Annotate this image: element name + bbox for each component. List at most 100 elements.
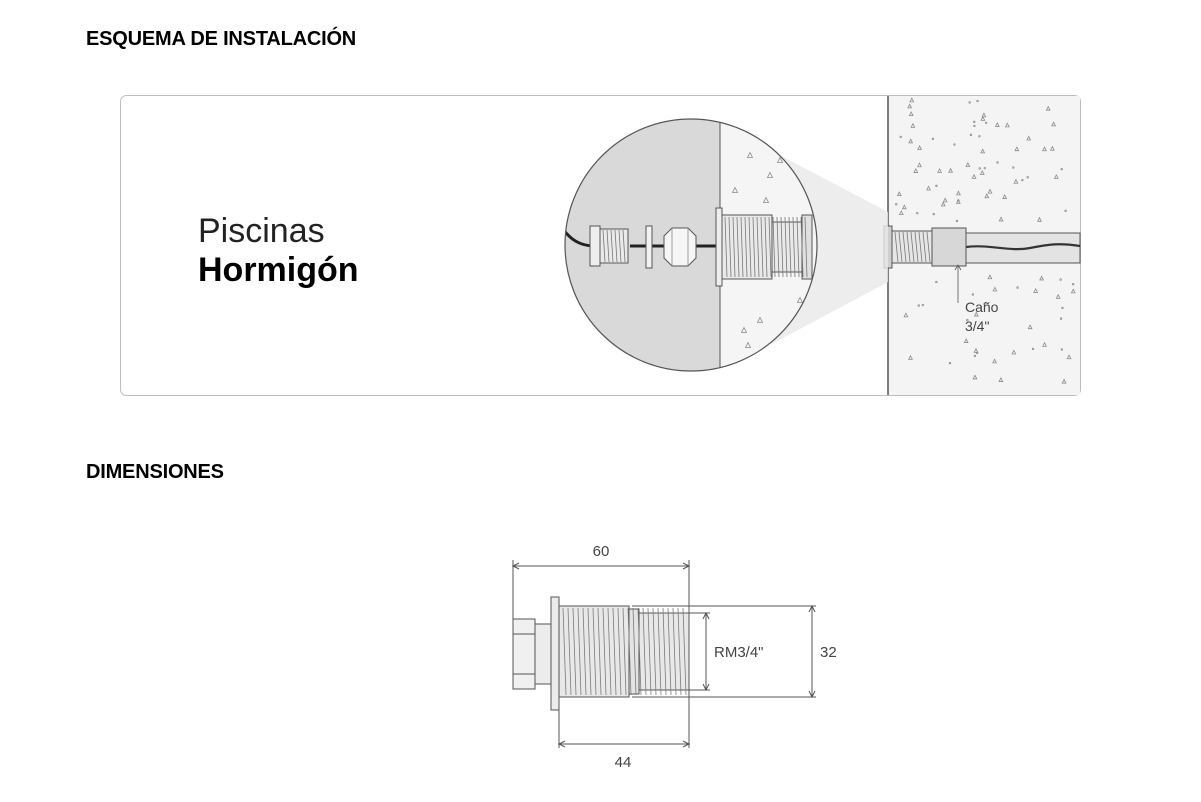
concrete-speckle (1031, 347, 1035, 351)
concrete-speckle (1012, 166, 1015, 169)
thread-line (637, 607, 642, 696)
pipe (965, 232, 1081, 264)
concrete-speckle (796, 296, 804, 303)
concrete-speckle (1014, 146, 1020, 152)
concrete-speckle (895, 203, 898, 206)
wall-fitting (883, 225, 933, 269)
thread-line (926, 231, 931, 263)
concrete-speckle (1059, 278, 1062, 281)
thread-line (902, 231, 907, 263)
concrete-speckle (968, 101, 971, 104)
magnifier-detail (565, 119, 817, 371)
concrete-speckle (896, 191, 902, 197)
concrete-speckle (978, 167, 981, 170)
concrete-speckle (1051, 121, 1057, 127)
pool-material-label: Hormigón (198, 251, 359, 289)
thread-line (906, 231, 911, 263)
concrete-speckle (948, 167, 954, 173)
concrete-speckle (971, 173, 977, 179)
thread-line (764, 216, 768, 278)
concrete-speckle (932, 212, 935, 216)
concrete-speckle (1061, 378, 1067, 384)
concrete-speckle (948, 362, 952, 365)
concrete-speckle (935, 280, 938, 284)
pipe-label-marker (954, 264, 962, 303)
concrete-speckle (1002, 194, 1008, 199)
pipe-coupling (931, 227, 967, 267)
thread-line (728, 216, 732, 278)
concrete-speckle (917, 162, 922, 168)
concrete-speckle (983, 302, 986, 306)
concrete-speckle (965, 162, 971, 167)
concrete-speckle (898, 210, 904, 216)
concrete-speckle (908, 111, 914, 117)
concrete-speckle (956, 190, 961, 196)
thread-line (784, 216, 788, 278)
dimension-thread-length: 44 (615, 754, 632, 771)
concrete-speckle (987, 274, 993, 280)
thread-line (622, 607, 627, 696)
concrete-speckle (909, 97, 915, 103)
thread-line (647, 607, 652, 696)
thread-line (910, 231, 915, 263)
concrete-speckle (917, 145, 923, 150)
concrete-speckle (931, 137, 935, 141)
concrete-speckle (1021, 178, 1024, 182)
concrete-speckle (1064, 209, 1067, 213)
thread-line (667, 607, 672, 696)
thread-line (894, 231, 899, 263)
concrete-speckle (955, 198, 961, 204)
thread-line (898, 231, 903, 263)
concrete-speckle (901, 204, 907, 210)
thread-line (567, 607, 572, 696)
thread-line (662, 607, 667, 696)
concrete-speckle (903, 312, 909, 318)
concrete-speckle (907, 103, 913, 109)
thread-line (804, 216, 808, 278)
concrete-speckle (1049, 145, 1055, 151)
concrete-speckle (1066, 354, 1072, 360)
concrete-speckle (1045, 105, 1051, 111)
thread-line (582, 607, 587, 696)
thread-line (772, 216, 776, 278)
concrete-speckle (983, 166, 986, 170)
concrete-speckle (746, 151, 754, 158)
concrete-speckle (1037, 216, 1042, 222)
concrete-texture (895, 97, 1076, 384)
concrete-speckle (957, 199, 960, 202)
concrete-speckle (899, 135, 902, 139)
concrete-speckle (1042, 146, 1047, 152)
concrete-speckle (731, 186, 739, 193)
concrete-speckle (979, 169, 985, 175)
concrete-speckle (996, 161, 999, 164)
thread-line (732, 216, 736, 278)
dimension-thread-label: RM3/4" (714, 644, 764, 661)
concrete-speckle (1060, 348, 1064, 351)
thread-line (792, 216, 796, 278)
concrete-speckle (984, 193, 990, 199)
concrete-speckle (921, 303, 925, 307)
concrete-speckle (998, 216, 1004, 222)
thread-line (677, 607, 682, 696)
thread-line (780, 216, 784, 278)
thread-line (748, 216, 752, 278)
concrete-speckle (987, 188, 993, 194)
concrete-speckle (1060, 168, 1063, 171)
concrete-speckle (980, 115, 986, 121)
concrete-speckle (766, 171, 774, 178)
thread-line (736, 216, 740, 278)
concrete-speckle (940, 201, 946, 207)
concrete-speckle (992, 286, 998, 292)
thread-line (760, 216, 764, 278)
thread-line (768, 216, 772, 278)
thread-line (612, 607, 617, 696)
concrete-speckle (1053, 174, 1059, 179)
concrete-speckle (984, 121, 988, 124)
thread-line (756, 216, 760, 278)
fitting-side-view (512, 596, 690, 711)
thread-line (577, 607, 582, 696)
dimension-total-length: 60 (593, 543, 610, 560)
concrete-speckle (1039, 275, 1045, 281)
dimension-diameter: 32 (820, 644, 837, 661)
thread-line (744, 216, 748, 278)
